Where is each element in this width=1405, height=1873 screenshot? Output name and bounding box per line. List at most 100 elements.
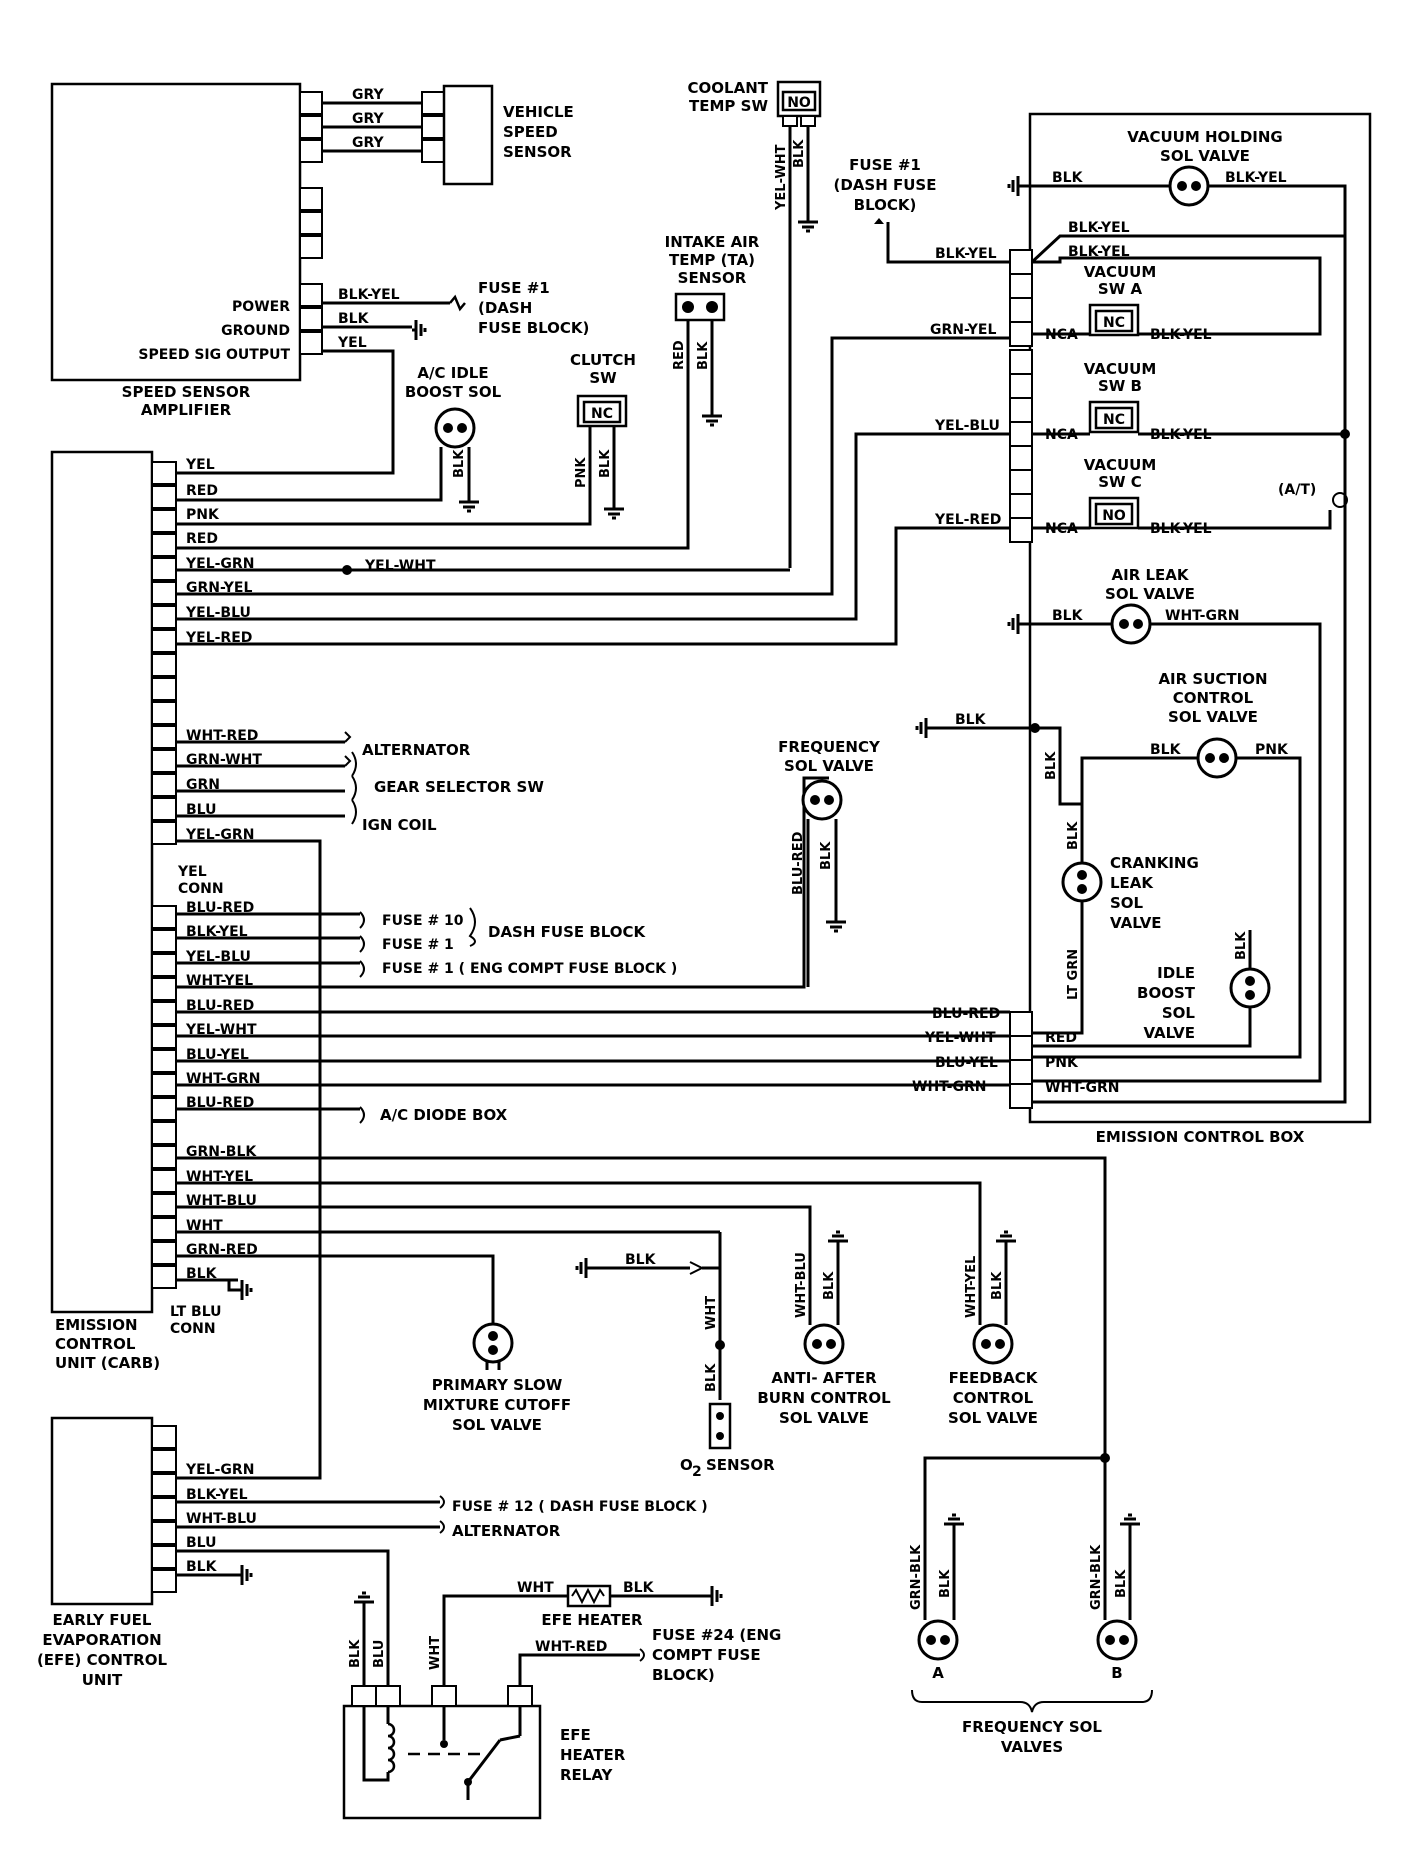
freq-valves-title-2: VALVES: [1001, 1738, 1063, 1756]
efe-alternator: ALTERNATOR: [452, 1522, 561, 1540]
vss-title-2: SPEED: [503, 123, 558, 141]
frequency-sol-valves-ab: GRN-BLK BLK GRN-BLK BLK A B FREQUENCY SO…: [909, 1453, 1153, 1756]
wire-label: GRN-RED: [186, 1242, 258, 1258]
wire-label: BLK-YEL: [935, 246, 997, 262]
speed-amp-power-wiring: BLK-YEL FUSE #1 (DASH FUSE BLOCK) BLK YE…: [177, 279, 589, 475]
speed-sensor-amplifier: POWER GROUND SPEED SIG OUTPUT SPEED SENS…: [50, 82, 323, 419]
ref-fuse1: FUSE # 1: [382, 937, 454, 953]
wire-label: BLK: [938, 1569, 953, 1598]
nca-label: NCA: [1045, 327, 1078, 343]
air-suction-2: CONTROL: [1173, 689, 1254, 707]
wire-label: WHT-YEL: [964, 1256, 979, 1318]
wire-label: YEL-RED: [185, 630, 252, 646]
wire-label: YEL: [185, 457, 215, 473]
wire-label: YEL-WHT: [185, 1022, 257, 1038]
ac-idle-title-2: BOOST SOL: [405, 383, 502, 401]
fuse1-dash-3: FUSE BLOCK): [478, 319, 589, 337]
wire-label: WHT-GRN: [1165, 608, 1239, 624]
ref-fuse10: FUSE # 10: [382, 913, 464, 929]
pin-label-power: POWER: [232, 299, 290, 315]
wire-label: BLK: [1150, 742, 1182, 758]
wire-label: BLK: [819, 841, 834, 870]
efe-title-2: EVAPORATION: [42, 1631, 161, 1649]
contact-label: NC: [1103, 412, 1125, 428]
wire-label: RED: [672, 340, 687, 370]
idle-boost-3: SOL: [1162, 1004, 1196, 1022]
wire-label: GRN-WHT: [186, 752, 262, 768]
ecb-upper-connector: [1009, 249, 1033, 543]
wire-label: YEL-GRN: [185, 827, 254, 843]
clutch-title-2: SW: [589, 369, 617, 387]
wire-label: BLU-RED: [932, 1006, 1000, 1022]
freq-sol-title-2: SOL VALVE: [784, 757, 874, 775]
wire-label: PNK: [186, 507, 220, 523]
vac-holding-2: SOL VALVE: [1160, 147, 1250, 165]
yel-conn-1: YEL: [177, 864, 207, 880]
wire-label: BLK: [186, 1266, 218, 1282]
ref-ign-coil: IGN COIL: [362, 816, 437, 834]
wire-label: WHT-BLU: [794, 1252, 809, 1318]
wire-label: YEL-RED: [934, 512, 1001, 528]
coolant-title-1: COOLANT: [688, 79, 769, 97]
wire-label: YEL-WHT: [774, 144, 789, 211]
intake-title-2: TEMP (TA): [669, 251, 755, 269]
ecu-title-1: EMISSION: [55, 1316, 138, 1334]
o2-subscript: 2: [692, 1464, 702, 1480]
efe-fuse24-1: FUSE #24 (ENG: [652, 1626, 781, 1644]
wire-label: GRN-BLK: [1089, 1544, 1104, 1610]
idle-boost-2: BOOST: [1137, 984, 1196, 1002]
yel-conn-2: CONN: [178, 881, 224, 897]
vac-sw-a-1: VACUUM: [1084, 263, 1157, 281]
vss-title-1: VEHICLE: [503, 103, 574, 121]
wire-label: GRY: [352, 87, 385, 103]
cranking-1: CRANKING: [1110, 854, 1199, 872]
wire-label: WHT-BLU: [186, 1193, 257, 1209]
wire-label: BLK: [704, 1363, 719, 1392]
wire-label: YEL-WHT: [364, 558, 436, 574]
anti-after-1: ANTI- AFTER: [771, 1369, 877, 1387]
ecu-wire-labels: YEL RED PNK RED YEL-GRN GRN-YEL YEL-BLU …: [185, 457, 436, 1282]
coolant-temp-switch: COOLANT TEMP SW NO YEL-WHT BLK: [688, 79, 822, 568]
wire-label: BLK: [186, 1559, 218, 1575]
primary-slow-3: SOL VALVE: [452, 1416, 542, 1434]
wire-label: WHT: [704, 1296, 719, 1330]
ref-fuse1-eng: FUSE # 1 ( ENG COMPT FUSE BLOCK ): [382, 961, 677, 977]
wire-label: BLK-YEL: [338, 287, 400, 303]
wire-label: WHT: [428, 1636, 443, 1670]
wire-label: RED: [1045, 1030, 1077, 1046]
fuse1-top-1: FUSE #1: [849, 156, 921, 174]
anti-after-2: BURN CONTROL: [757, 1389, 891, 1407]
wire-label: BLK: [1066, 821, 1081, 850]
efe-heater-relay: EFE HEATER RELAY: [342, 1685, 626, 1820]
wire-label: BLK-YEL: [1150, 327, 1212, 343]
efe-title-3: (EFE) CONTROL: [37, 1651, 168, 1669]
lt-blu-conn-2: CONN: [170, 1321, 216, 1337]
freq-sol-title-1: FREQUENCY: [778, 738, 881, 756]
wire-label: BLK: [1114, 1569, 1129, 1598]
cranking-2: LEAK: [1110, 874, 1154, 892]
wire-label: YEL-BLU: [185, 949, 251, 965]
fuse1-top-ref: FUSE #1 (DASH FUSE BLOCK) BLK-YEL: [834, 156, 1010, 264]
vac-holding-1: VACUUM HOLDING: [1127, 128, 1282, 146]
wire-label: WHT-YEL: [186, 973, 253, 989]
wire-label: PNK: [1255, 742, 1289, 758]
contact-label: NC: [591, 406, 613, 422]
vac-sw-b-2: SW B: [1098, 377, 1142, 395]
wire-label: YEL-GRN: [185, 1462, 254, 1478]
wire-label: LT GRN: [1066, 949, 1081, 1000]
anti-after-3: SOL VALVE: [779, 1409, 869, 1427]
feedback-1: FEEDBACK: [949, 1369, 1039, 1387]
clutch-switch: CLUTCH SW NC PNK BLK: [177, 351, 636, 526]
emission-control-unit: EMISSION CONTROL UNIT (CARB) YEL CONN LT…: [50, 450, 224, 1372]
wire-label: BLK: [955, 712, 987, 728]
wire-label: BLK: [822, 1271, 837, 1300]
wire-label: BLK: [625, 1252, 657, 1268]
wire-label: PNK: [1045, 1055, 1079, 1071]
cranking-4: VALVE: [1110, 914, 1162, 932]
wire-label: BLK: [990, 1271, 1005, 1300]
wire-label: GRN: [186, 777, 220, 793]
wire-label: BLU: [372, 1640, 387, 1668]
wire-label: BLK-YEL: [1068, 244, 1130, 260]
wire-label: BLK: [452, 449, 467, 478]
